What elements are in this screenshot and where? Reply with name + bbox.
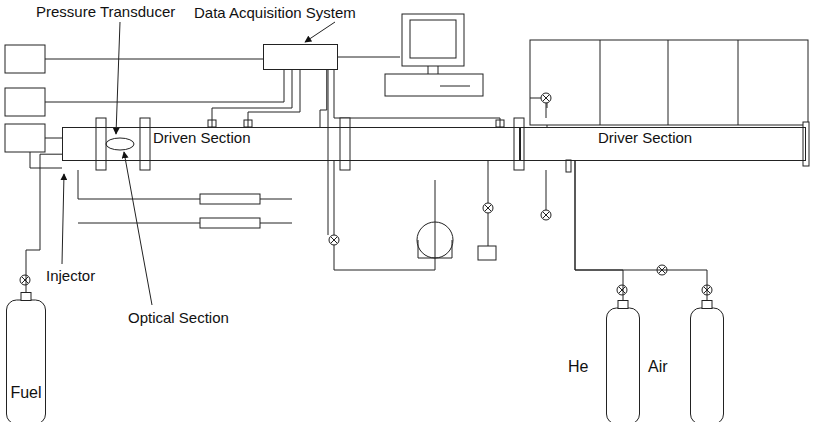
leader-arrow	[124, 152, 152, 305]
he-cylinder: He	[568, 300, 640, 422]
vacuum-line	[334, 160, 435, 270]
monitor-stand	[428, 66, 438, 74]
signal-wire	[45, 70, 284, 102]
signal-wire	[212, 70, 292, 127]
end-cap	[803, 122, 809, 166]
flange	[140, 118, 150, 170]
driver-tube: Driver Section	[520, 127, 806, 161]
injector-line	[200, 218, 260, 228]
fuel-line	[78, 170, 292, 223]
part-label: Optical Section	[128, 310, 229, 327]
amplifier-box	[5, 88, 45, 116]
cylinder-neck	[618, 301, 628, 309]
leader-arrow	[116, 22, 120, 134]
leader-arrow	[62, 174, 64, 264]
cylinder-body	[7, 300, 46, 422]
node-label: Driver Section	[596, 130, 694, 147]
control-panel	[530, 40, 808, 125]
computer-monitor	[402, 14, 464, 66]
port-stub	[566, 160, 571, 172]
computer-base	[385, 74, 483, 96]
cylinder-body	[607, 308, 640, 422]
amplifier-box	[5, 124, 45, 152]
signal-wire	[45, 138, 62, 139]
computer-screen	[410, 20, 456, 58]
signal-wire	[45, 59, 276, 70]
flange	[340, 118, 350, 170]
cylinder-neck	[21, 293, 31, 301]
part-label: Pressure Transducer	[36, 4, 175, 21]
data-cable	[338, 57, 400, 58]
sensor-port	[208, 120, 216, 127]
node-label: Driven Section	[151, 130, 253, 147]
cylinder-body	[691, 308, 724, 422]
signal-wire	[328, 70, 329, 235]
node-label: Data Acquisition System	[194, 5, 356, 22]
air-cylinder: Air	[648, 300, 725, 422]
part-label: Injector	[46, 268, 95, 285]
vacuum-pump	[417, 222, 453, 258]
node-label: Fuel	[10, 384, 41, 402]
pipe-connector	[575, 161, 623, 300]
daq-box: Data Acquisition System	[263, 44, 338, 70]
pipe-connector	[575, 161, 707, 300]
sensor-port	[496, 120, 504, 127]
signal-wire	[248, 70, 300, 127]
valve-cross	[22, 95, 710, 293]
fuel-cylinder: Fuel	[6, 292, 46, 422]
leader-arrow	[305, 22, 335, 42]
flange	[514, 118, 524, 170]
drive-slot	[440, 86, 470, 87]
node-label: He	[568, 358, 588, 376]
driven-tube: Driven Section	[62, 127, 520, 161]
pump-base	[418, 240, 452, 258]
sensor-port	[244, 120, 252, 127]
node-label: Air	[648, 358, 668, 376]
gas-cylinder	[6, 292, 46, 422]
gauge-box	[478, 246, 496, 260]
gas-line	[546, 102, 547, 212]
injector-line	[200, 194, 260, 204]
signal-wire	[334, 70, 500, 127]
cylinder-neck	[702, 301, 712, 309]
flange	[96, 118, 106, 170]
panel-divider	[600, 40, 738, 125]
optical-window	[106, 138, 134, 150]
pipe-connector	[320, 70, 327, 127]
amplifier-box	[5, 45, 45, 73]
